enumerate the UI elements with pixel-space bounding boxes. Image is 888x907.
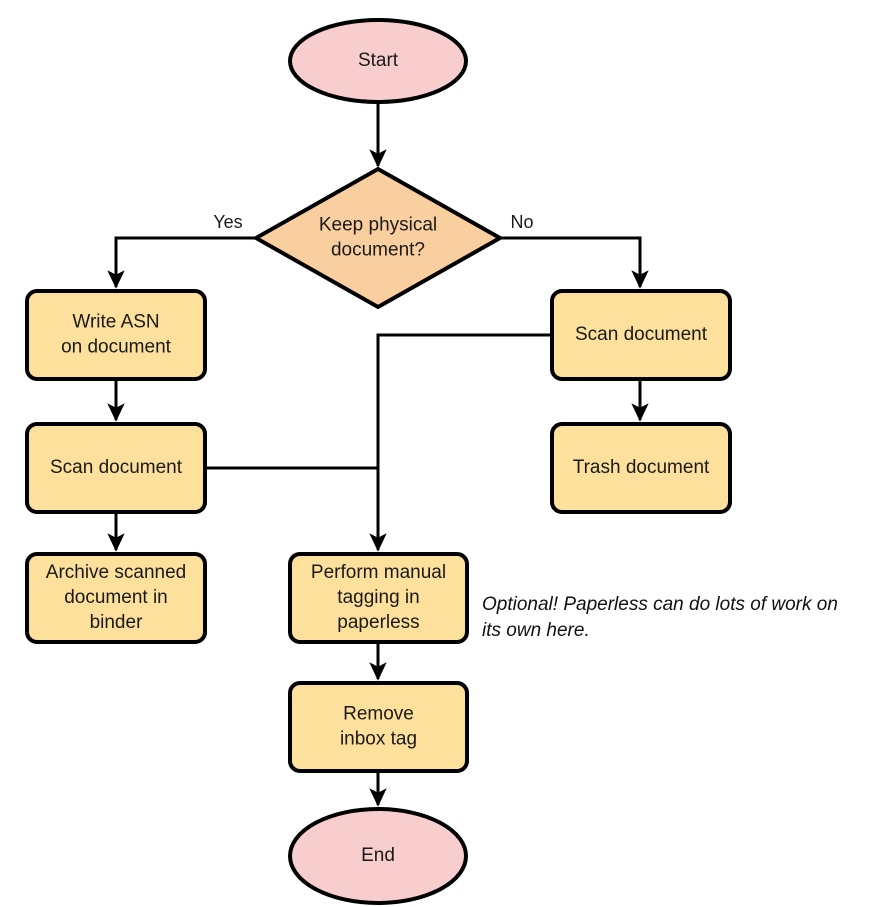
process-shape: [550, 422, 732, 514]
annotations-layer: Optional! Paperless can do lots of work …: [482, 594, 838, 641]
node-scan-left[interactable]: Scan document: [25, 422, 207, 514]
edges-layer: Yes No: [107, 102, 649, 807]
edge-decision-yes-to-write-asn: Yes: [107, 212, 256, 289]
annotation-line: its own here.: [482, 620, 590, 641]
edge-label-decision-yes-to-write-asn: Yes: [213, 212, 242, 232]
process-shape: [550, 289, 732, 381]
node-scan-right[interactable]: Scan document: [550, 289, 732, 381]
annotation-line: Optional! Paperless can do lots of work …: [482, 594, 838, 615]
terminator-shape: [288, 807, 468, 905]
annotation-optional-note: Optional! Paperless can do lots of work …: [482, 594, 838, 641]
process-shape: [288, 552, 469, 644]
decision-shape: [251, 166, 505, 310]
node-trash[interactable]: Trash document: [550, 422, 732, 514]
node-start[interactable]: Start: [288, 18, 468, 104]
process-shape: [25, 552, 207, 644]
edge-line: [107, 236, 256, 289]
edge-line: [369, 333, 552, 552]
terminator-shape: [288, 18, 468, 104]
edge-line: [500, 236, 649, 289]
process-shape: [25, 289, 207, 381]
edge-label-decision-no-to-scan-right: No: [510, 212, 533, 232]
edge-decision-no-to-scan-right: No: [500, 212, 649, 289]
process-shape: [288, 681, 469, 773]
node-end[interactable]: End: [288, 807, 468, 905]
edge-scan-right-to-manual-tagging: [369, 333, 552, 552]
process-shape: [25, 422, 207, 514]
